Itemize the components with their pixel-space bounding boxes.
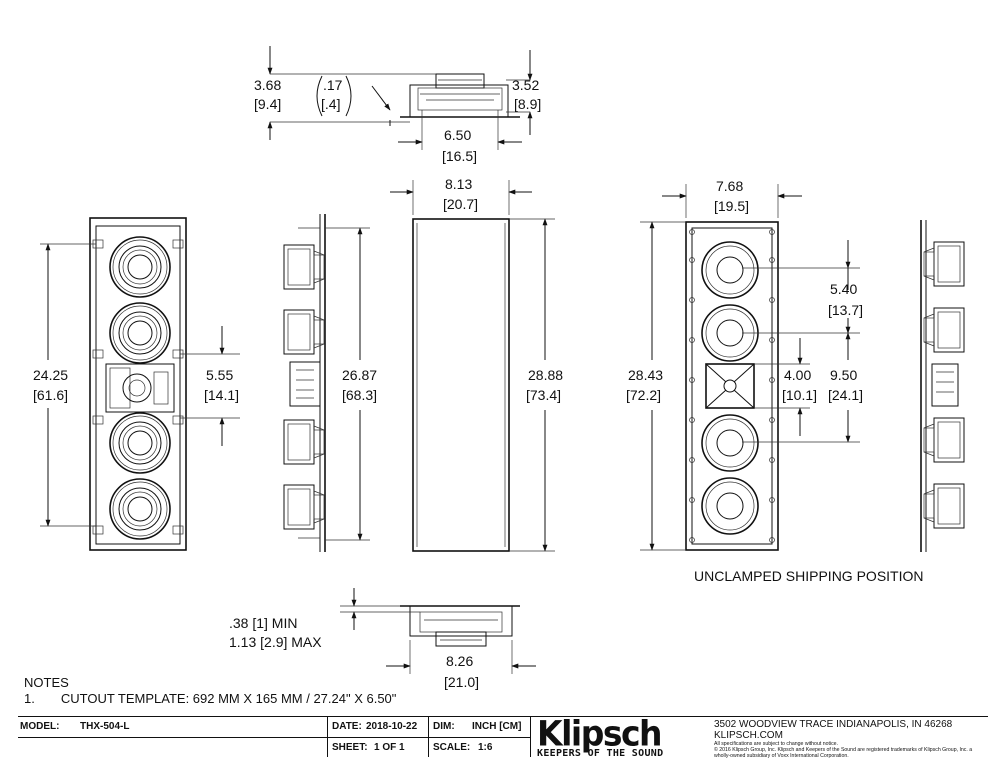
top-width: 6.50 xyxy=(444,127,471,143)
template-width-cm: [20.7] xyxy=(443,196,478,212)
grille-width: 7.68 xyxy=(716,178,743,194)
notes: NOTES 1. CUTOUT TEMPLATE: 692 MM X 165 M… xyxy=(24,675,396,707)
grille-woofer-spacing: 5.40 xyxy=(830,281,857,297)
scale-label: SCALE: xyxy=(433,742,471,753)
grille-width-cm: [19.5] xyxy=(714,198,749,214)
title-block: MODEL: THX-504-L DATE: 2018-10-22 DIM: I… xyxy=(18,713,989,759)
grille-outer-spacing: 9.50 xyxy=(830,367,857,383)
grille-center-spacing: 4.00 xyxy=(784,367,811,383)
top-right-height: 3.52 xyxy=(512,77,539,93)
dim-value: INCH [CM] xyxy=(472,721,522,732)
grille-height: 28.43 xyxy=(628,367,663,383)
front-height-cm: [61.6] xyxy=(33,387,68,403)
note-text: CUTOUT TEMPLATE: 692 MM X 165 MM / 27.24… xyxy=(60,691,397,706)
klipsch-logo: Klipsch KEEPERS OF THE SOUND xyxy=(537,713,707,759)
front-height: 24.25 xyxy=(33,367,68,383)
title-block-divider xyxy=(327,717,328,757)
top-view: 3.68 [9.4] .17 [.4] 3.52 [8.9] 6.50 [16.… xyxy=(254,46,541,164)
disclaimer-line-1: All specifications are subject to change… xyxy=(714,741,838,747)
front-spacing: 5.55 xyxy=(206,367,233,383)
front-view: 24.25 [61.6] 5.55 [14.1] xyxy=(33,217,240,551)
template-width: 8.13 xyxy=(445,176,472,192)
top-left-height: 3.68 xyxy=(254,77,281,93)
grille-woofer-spacing-cm: [13.7] xyxy=(828,302,863,318)
side-height-cm: [68.3] xyxy=(342,387,377,403)
logo-wordmark: Klipsch xyxy=(537,713,663,754)
bottom-view: .38 [1] MIN 1.13 [2.9] MAX 8.26 [21.0] xyxy=(229,588,536,690)
note-item: 1. CUTOUT TEMPLATE: 692 MM X 165 MM / 27… xyxy=(24,691,396,707)
bottom-max-label: 1.13 [2.9] MAX xyxy=(229,634,322,650)
title-block-divider xyxy=(428,717,429,757)
top-width-cm: [16.5] xyxy=(442,148,477,164)
template-height-cm: [73.4] xyxy=(526,387,561,403)
template-height: 28.88 xyxy=(528,367,563,383)
top-lip-cm: [.4] xyxy=(321,96,340,112)
scale-value: 1:6 xyxy=(478,742,493,753)
disclaimer-line-2: © 2016 Klipsch Group, Inc. Klipsch and K… xyxy=(714,747,973,759)
side-height: 26.87 xyxy=(342,367,377,383)
shipping-position-caption: UNCLAMPED SHIPPING POSITION xyxy=(694,568,923,584)
dim-label: DIM: xyxy=(433,721,455,732)
bottom-width: 8.26 xyxy=(446,653,473,669)
front-spacing-cm: [14.1] xyxy=(204,387,239,403)
model-label: MODEL: xyxy=(20,721,60,732)
notes-title: NOTES xyxy=(24,675,69,690)
side-view: 26.87 [68.3] xyxy=(283,214,377,552)
sheet-value: 1 OF 1 xyxy=(374,742,405,753)
date-label: DATE: xyxy=(332,721,362,732)
top-right-height-cm: [8.9] xyxy=(514,96,541,112)
grille-height-cm: [72.2] xyxy=(626,387,661,403)
cutout-template: 8.13 [20.7] 28.88 [73.4] xyxy=(390,176,563,552)
top-lip: .17 xyxy=(323,77,343,93)
model-value: THX-504-L xyxy=(80,721,130,732)
top-left-height-cm: [9.4] xyxy=(254,96,281,112)
date-value: 2018-10-22 xyxy=(366,721,418,732)
bottom-width-cm: [21.0] xyxy=(444,674,479,690)
bottom-min-label: .38 [1] MIN xyxy=(229,615,297,631)
title-block-divider xyxy=(18,737,530,738)
title-block-divider xyxy=(530,717,531,757)
company-address: 3502 WOODVIEW TRACE INDIANAPOLIS, IN 462… xyxy=(714,719,953,730)
logo-tagline: KEEPERS OF THE SOUND xyxy=(537,748,664,759)
company-info: 3502 WOODVIEW TRACE INDIANAPOLIS, IN 462… xyxy=(714,719,989,759)
sheet-label: SHEET: xyxy=(332,742,368,753)
grille-center-spacing-cm: [10.1] xyxy=(782,387,817,403)
company-website: KLIPSCH.COM xyxy=(714,730,783,741)
grille-view: 7.68 [19.5] 28.43 [72.2] 5.40 [13.7] 9.5… xyxy=(626,178,923,584)
grille-outer-spacing-cm: [24.1] xyxy=(828,387,863,403)
unclamped-side-view xyxy=(920,220,965,552)
note-number: 1. xyxy=(24,691,35,706)
